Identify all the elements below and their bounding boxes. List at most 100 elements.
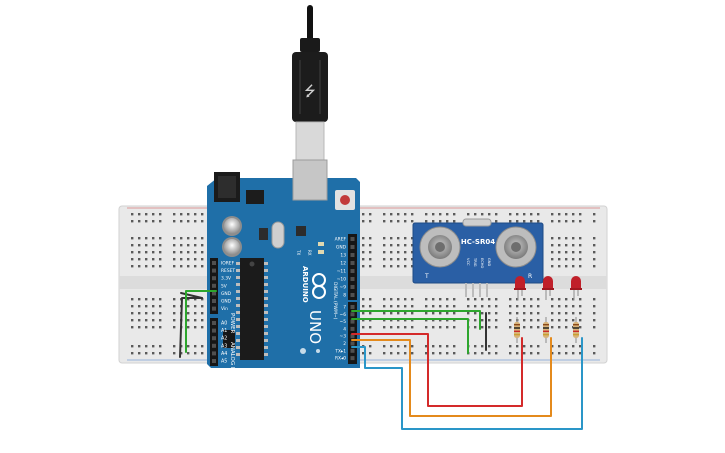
breadboard-hole[interactable] bbox=[138, 265, 141, 268]
breadboard-hole[interactable] bbox=[390, 220, 393, 223]
breadboard-hole[interactable] bbox=[558, 258, 561, 261]
breadboard-hole[interactable] bbox=[579, 305, 582, 308]
breadboard-hole[interactable] bbox=[481, 298, 484, 301]
header-pin[interactable] bbox=[350, 293, 355, 297]
breadboard-hole[interactable] bbox=[565, 352, 568, 355]
breadboard-hole[interactable] bbox=[390, 305, 393, 308]
breadboard-hole[interactable] bbox=[152, 244, 155, 247]
breadboard-hole[interactable] bbox=[558, 326, 561, 329]
breadboard-hole[interactable] bbox=[159, 319, 162, 322]
breadboard-hole[interactable] bbox=[425, 345, 428, 348]
breadboard-hole[interactable] bbox=[474, 305, 477, 308]
breadboard-hole[interactable] bbox=[551, 213, 554, 216]
breadboard-hole[interactable] bbox=[397, 220, 400, 223]
breadboard-hole[interactable] bbox=[194, 298, 197, 301]
wire-trig-green[interactable] bbox=[351, 318, 469, 354]
breadboard-hole[interactable] bbox=[488, 352, 491, 355]
breadboard-hole[interactable] bbox=[446, 298, 449, 301]
breadboard-hole[interactable] bbox=[579, 345, 582, 348]
breadboard-hole[interactable] bbox=[404, 265, 407, 268]
breadboard-hole[interactable] bbox=[523, 319, 526, 322]
breadboard-hole[interactable] bbox=[201, 345, 204, 348]
breadboard-hole[interactable] bbox=[390, 244, 393, 247]
breadboard-hole[interactable] bbox=[530, 312, 533, 315]
breadboard-hole[interactable] bbox=[194, 319, 197, 322]
red-led[interactable] bbox=[514, 276, 526, 300]
breadboard-hole[interactable] bbox=[523, 345, 526, 348]
breadboard-hole[interactable] bbox=[173, 251, 176, 254]
breadboard-hole[interactable] bbox=[572, 213, 575, 216]
breadboard-hole[interactable] bbox=[495, 220, 498, 223]
breadboard-hole[interactable] bbox=[397, 312, 400, 315]
breadboard-hole[interactable] bbox=[593, 258, 596, 261]
breadboard-hole[interactable] bbox=[390, 352, 393, 355]
breadboard-hole[interactable] bbox=[537, 352, 540, 355]
breadboard-hole[interactable] bbox=[180, 237, 183, 240]
breadboard-hole[interactable] bbox=[530, 220, 533, 223]
breadboard-hole[interactable] bbox=[509, 352, 512, 355]
breadboard-hole[interactable] bbox=[390, 213, 393, 216]
breadboard-hole[interactable] bbox=[383, 251, 386, 254]
breadboard-hole[interactable] bbox=[481, 326, 484, 329]
breadboard-hole[interactable] bbox=[425, 298, 428, 301]
wire-echo-green[interactable] bbox=[351, 310, 481, 330]
breadboard-hole[interactable] bbox=[572, 345, 575, 348]
breadboard-hole[interactable] bbox=[152, 213, 155, 216]
breadboard-hole[interactable] bbox=[467, 305, 470, 308]
breadboard-hole[interactable] bbox=[481, 312, 484, 315]
breadboard-hole[interactable] bbox=[404, 258, 407, 261]
breadboard-hole[interactable] bbox=[390, 345, 393, 348]
header-pin[interactable] bbox=[212, 291, 216, 296]
header-pin[interactable] bbox=[350, 334, 355, 339]
breadboard-hole[interactable] bbox=[138, 352, 141, 355]
breadboard-hole[interactable] bbox=[481, 305, 484, 308]
breadboard-hole[interactable] bbox=[565, 220, 568, 223]
breadboard-hole[interactable] bbox=[194, 345, 197, 348]
breadboard-hole[interactable] bbox=[383, 237, 386, 240]
breadboard-hole[interactable] bbox=[446, 213, 449, 216]
breadboard-hole[interactable] bbox=[152, 258, 155, 261]
breadboard-hole[interactable] bbox=[593, 244, 596, 247]
breadboard-hole[interactable] bbox=[187, 305, 190, 308]
breadboard-hole[interactable] bbox=[509, 345, 512, 348]
breadboard-hole[interactable] bbox=[551, 258, 554, 261]
breadboard-hole[interactable] bbox=[383, 305, 386, 308]
breadboard-hole[interactable] bbox=[579, 298, 582, 301]
breadboard-hole[interactable] bbox=[516, 213, 519, 216]
header-pin[interactable] bbox=[212, 283, 216, 288]
header-pin[interactable] bbox=[212, 359, 216, 363]
breadboard-hole[interactable] bbox=[397, 251, 400, 254]
breadboard-hole[interactable] bbox=[383, 258, 386, 261]
breadboard-hole[interactable] bbox=[572, 305, 575, 308]
breadboard-hole[interactable] bbox=[194, 251, 197, 254]
breadboard-hole[interactable] bbox=[397, 213, 400, 216]
resistor[interactable] bbox=[543, 317, 549, 343]
breadboard-hole[interactable] bbox=[453, 326, 456, 329]
breadboard-hole[interactable] bbox=[173, 319, 176, 322]
breadboard-hole[interactable] bbox=[397, 237, 400, 240]
breadboard-hole[interactable] bbox=[369, 345, 372, 348]
breadboard-hole[interactable] bbox=[425, 326, 428, 329]
header-pin[interactable] bbox=[212, 321, 216, 325]
breadboard-hole[interactable] bbox=[390, 237, 393, 240]
breadboard-hole[interactable] bbox=[362, 312, 365, 315]
breadboard-hole[interactable] bbox=[145, 213, 148, 216]
breadboard-hole[interactable] bbox=[159, 326, 162, 329]
breadboard-hole[interactable] bbox=[201, 220, 204, 223]
breadboard-hole[interactable] bbox=[439, 298, 442, 301]
breadboard-hole[interactable] bbox=[425, 213, 428, 216]
breadboard-hole[interactable] bbox=[572, 298, 575, 301]
breadboard-hole[interactable] bbox=[131, 305, 134, 308]
breadboard-hole[interactable] bbox=[558, 265, 561, 268]
breadboard-hole[interactable] bbox=[194, 312, 197, 315]
breadboard-hole[interactable] bbox=[383, 319, 386, 322]
breadboard-hole[interactable] bbox=[446, 345, 449, 348]
breadboard-hole[interactable] bbox=[572, 319, 575, 322]
breadboard-hole[interactable] bbox=[579, 244, 582, 247]
breadboard-hole[interactable] bbox=[194, 258, 197, 261]
wire-gnd-black[interactable] bbox=[179, 297, 203, 358]
breadboard-hole[interactable] bbox=[369, 326, 372, 329]
digital-header-high[interactable] bbox=[348, 234, 357, 300]
breadboard-hole[interactable] bbox=[579, 312, 582, 315]
header-pin[interactable] bbox=[350, 356, 355, 361]
